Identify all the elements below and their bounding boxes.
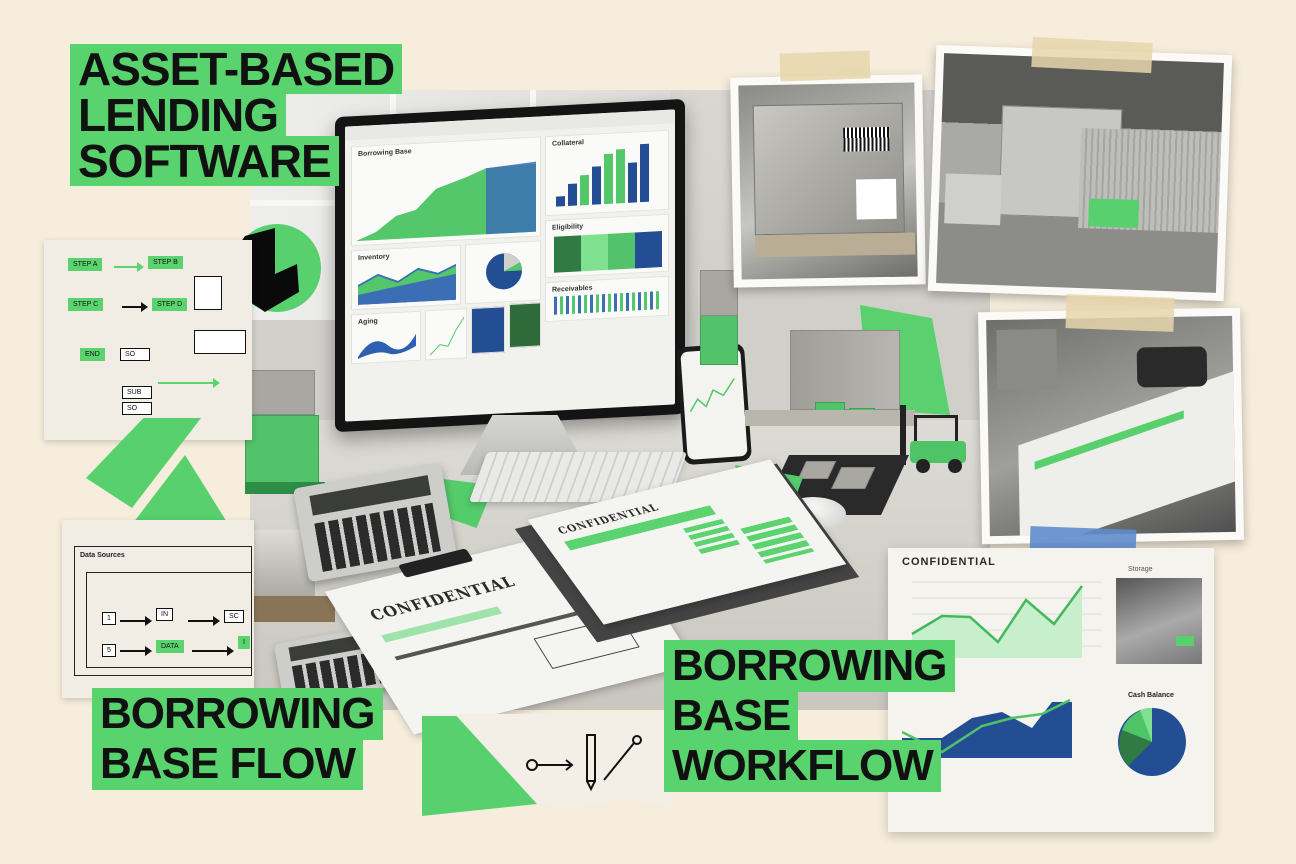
left-box-pallet (245, 530, 335, 630)
grey-box (700, 270, 738, 316)
pie-chart (1118, 707, 1186, 776)
label-right-line-2: BASE (664, 690, 799, 742)
green-box-stack (700, 315, 738, 365)
pen-arrow-sketch-icon (526, 734, 642, 792)
photo-wrapped-pallet (730, 74, 926, 288)
pie-title: Cash Balance (1128, 692, 1174, 699)
flow-sketch-card: STEP A STEP B STEP C STEP D END SO SUB S… (44, 240, 252, 440)
label-left-line-1: BORROWING (92, 688, 383, 740)
photo-warehouse (927, 44, 1233, 302)
tape-2 (1031, 36, 1153, 74)
borrowing-base-workflow-label: BORROWING BASE WORKFLOW (664, 640, 955, 792)
chart-sheet-title: CONFIDENTIAL (902, 556, 996, 568)
headline-line-1: ASSET-BASED (70, 44, 403, 94)
dashboard-screen: Borrowing Base Collateral Eligibility In… (345, 109, 675, 422)
label-right-line-3: WORKFLOW (664, 740, 941, 792)
confidential-stamp-front: CONFIDENTIAL (366, 572, 519, 625)
left-box-stack (245, 370, 325, 500)
tape-1 (779, 50, 871, 82)
headline-block: ASSET-BASED LENDING SOFTWARE (70, 44, 403, 186)
headline-line-3: SOFTWARE (70, 136, 339, 186)
pallet-boxes (745, 320, 915, 430)
warehouse-thumb-caption: Storage (1128, 566, 1153, 573)
chart-report-sheet: CONFIDENTIAL Storage Cash Balance (888, 548, 1214, 832)
process-sketch-card: Data Sources 1 IN SC 5 DATA I (62, 520, 254, 698)
photo-barcode-scanning (977, 307, 1245, 545)
forklift-toy (900, 405, 970, 475)
warehouse-thumbnail (1116, 578, 1202, 664)
monitor: Borrowing Base Collateral Eligibility In… (335, 98, 685, 433)
label-right-line-1: BORROWING (664, 640, 955, 692)
label-left-line-2: BASE FLOW (92, 738, 363, 790)
tape-3 (1065, 294, 1175, 332)
smartphone (675, 342, 753, 466)
headline-line-2: LENDING (70, 90, 286, 140)
borrowing-base-flow-label: BORROWING BASE FLOW (92, 688, 383, 790)
